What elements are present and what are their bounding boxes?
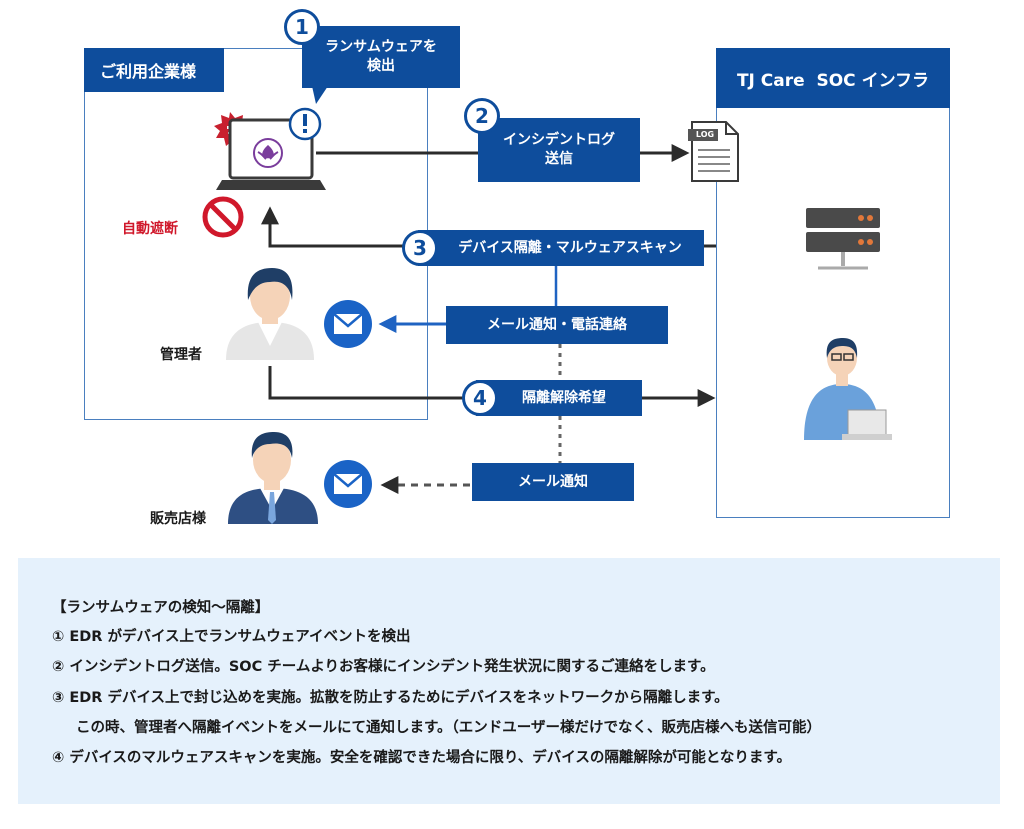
step3-badge: 3 [402,230,438,266]
mail-icon [324,300,372,348]
admin-avatar [226,268,314,360]
mail-phone-notification-box: メール通知・電話連絡 [446,306,668,344]
explanation-line-1: ① EDR がデバイス上でランサムウェアイベントを検出 [52,629,411,645]
log-file-icon [688,121,739,182]
explanation-line-4: ④ デバイスのマルウェアスキャンを実施。安全を確認できた場合に限り、デバイスの隔… [52,750,791,766]
step2-box: インシデントログ 送信 [478,118,640,182]
explanation-line-3-continued: この時、管理者へ隔離イベントをメールにて通知します。（エンドユーザー様だけでなく… [76,720,822,736]
step4-box: 隔離解除希望 [476,380,642,416]
auto-block-label: 自動遮断 [122,221,178,237]
step4-badge: 4 [462,380,498,416]
mail-notification-box: メール通知 [472,463,634,501]
explanation-panel [18,558,1000,804]
log-file-label: LOG [695,130,715,139]
reseller-label: 販売店様 [150,511,206,527]
alert-icon [288,107,322,141]
soc-panel-title: TJ Care SOC インフラ [716,48,950,108]
step2-badge: 2 [464,98,500,134]
customer-panel-title: ご利用企業様 [84,48,224,92]
server-icon [806,208,880,270]
explanation-line-3: ③ EDR デバイス上で封じ込めを実施。拡散を防止するためにデバイスをネットワー… [52,690,729,706]
soc-operator-avatar [804,338,892,440]
step1-box: ランサムウェアを 検出 [302,26,460,88]
laptop-icon [216,118,326,190]
block-icon [202,196,244,238]
step3-box: デバイス隔離・マルウェアスキャン [418,230,704,266]
reseller-avatar [228,432,318,524]
admin-label: 管理者 [160,347,202,363]
step1-badge: 1 [284,9,320,45]
mail-icon [324,460,372,508]
explanation-line-2: ② インシデントログ送信。SOC チームよりお客様にインシデント発生状況に関する… [52,659,715,675]
explanation-title: 【ランサムウェアの検知〜隔離】 [52,600,270,616]
